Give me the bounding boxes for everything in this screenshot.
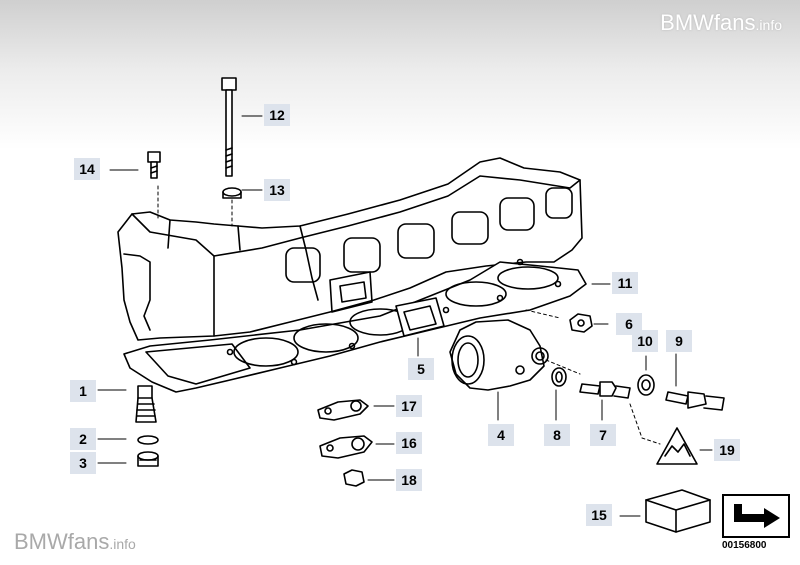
leader-lines	[97, 115, 713, 517]
callout-15: 15	[586, 504, 612, 526]
callout-16: 16	[396, 432, 422, 454]
washer	[222, 187, 242, 199]
callout-13: 13	[264, 179, 290, 201]
cylinder-head	[117, 157, 583, 341]
callout-6: 6	[616, 313, 642, 335]
outlet-housing	[449, 319, 549, 391]
reference-arrow-box	[722, 494, 790, 538]
housing-gasket	[395, 297, 445, 337]
arrow-icon	[734, 504, 780, 528]
long-bolt	[221, 77, 237, 177]
callout-11: 11	[612, 272, 638, 294]
gasket-17	[317, 399, 369, 421]
parts-box	[645, 489, 711, 533]
nut-18	[343, 469, 365, 487]
callout-17: 17	[396, 395, 422, 417]
short-bolt	[147, 151, 161, 179]
callout-10: 10	[632, 330, 658, 352]
watermark-bottom: BMWfans.info	[14, 529, 136, 554]
hex-nut	[569, 313, 593, 333]
temp-sensor	[579, 381, 631, 399]
threaded-plug	[137, 451, 159, 467]
callout-1: 1	[70, 380, 96, 402]
callout-19: 19	[714, 439, 740, 461]
reference-number: 00156800	[722, 540, 767, 551]
watermark-top: BMWfans.info	[660, 10, 782, 35]
callout-2: 2	[70, 428, 96, 450]
temp-sender	[665, 391, 725, 411]
gasket-16	[319, 435, 373, 459]
stud-plug	[135, 385, 157, 423]
callout-12: 12	[264, 104, 290, 126]
seal-ring-10	[637, 374, 655, 396]
callout-18: 18	[396, 469, 422, 491]
sealing-ring	[137, 435, 159, 445]
callout-14: 14	[74, 158, 100, 180]
callout-4: 4	[488, 424, 514, 446]
callout-9: 9	[666, 330, 692, 352]
callout-7: 7	[590, 424, 616, 446]
callout-5: 5	[408, 358, 434, 380]
warning-triangle	[656, 427, 698, 465]
seal-ring-8	[551, 367, 567, 387]
callout-8: 8	[544, 424, 570, 446]
callout-3: 3	[70, 452, 96, 474]
